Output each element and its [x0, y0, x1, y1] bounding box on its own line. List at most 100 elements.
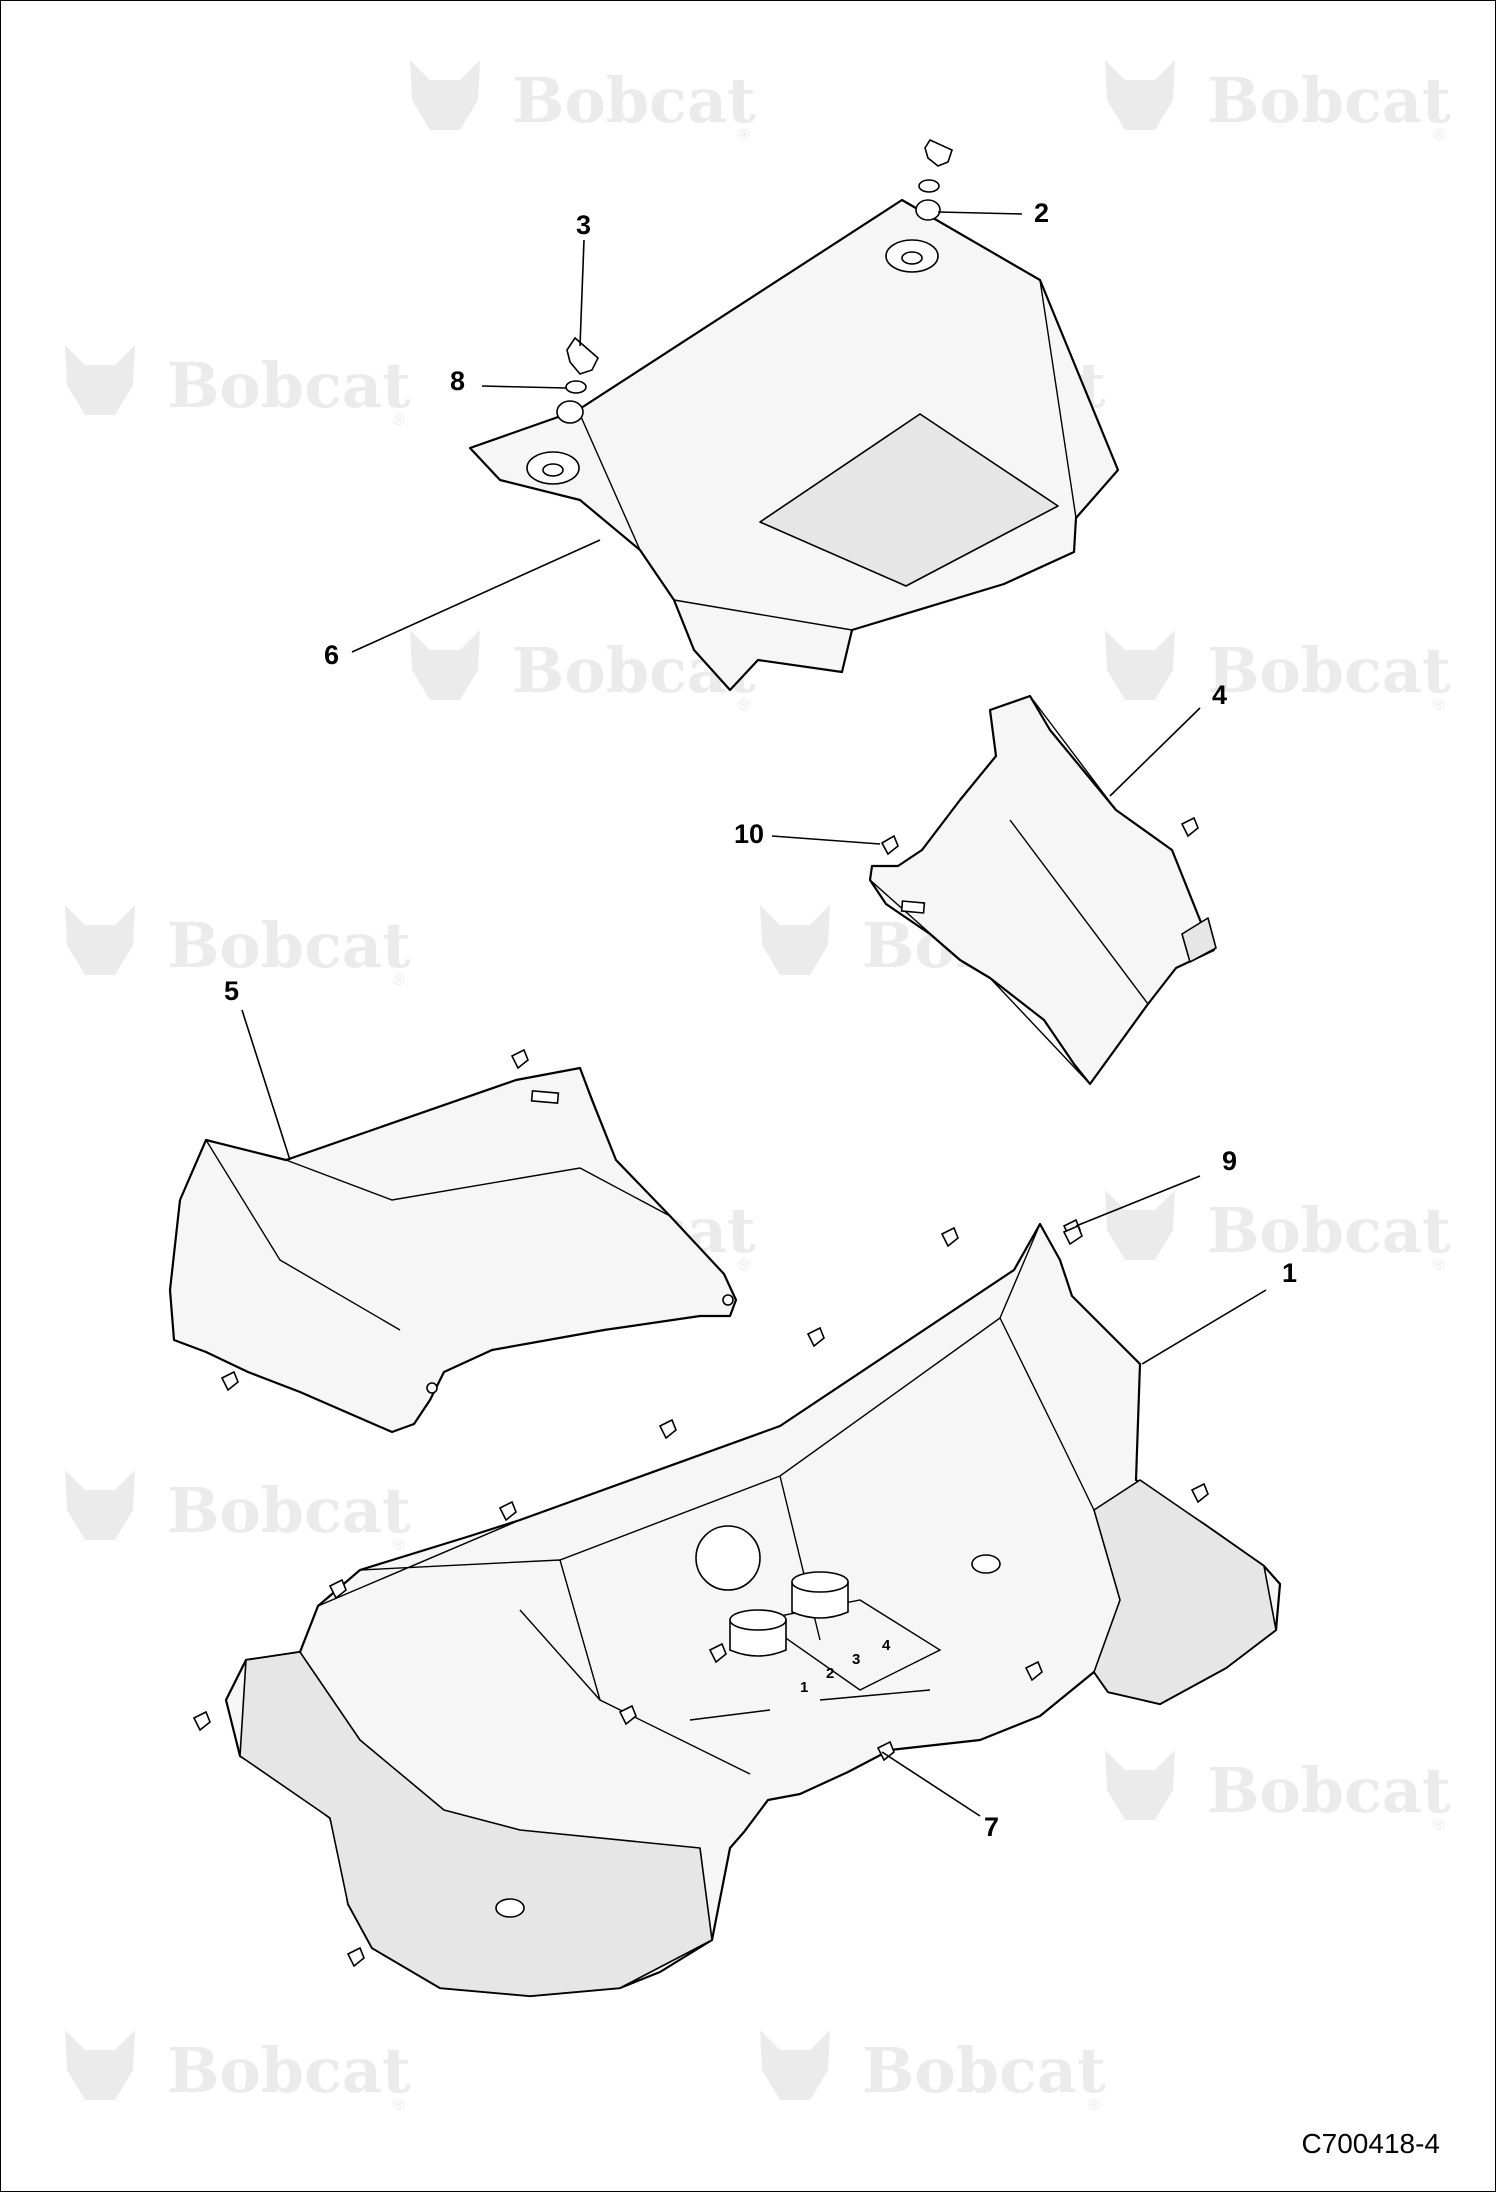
- floor-left-footwell: [239, 1651, 713, 1997]
- upper-cover-body: [468, 198, 1120, 692]
- floor-digit: 3: [852, 1651, 860, 1668]
- screw-icon: [658, 1418, 677, 1440]
- floor-round-opening: [695, 1525, 761, 1591]
- left-panel-fold-lines: [205, 1067, 671, 1331]
- floor-right-footwell: [1093, 1479, 1277, 1705]
- cup-holder-rim: [729, 1609, 787, 1631]
- callout-2: 2: [1034, 198, 1049, 228]
- watermark-text: Bobcat: [1207, 1194, 1451, 1267]
- watermark-reg: ®: [393, 1537, 405, 1554]
- screw-icon: [806, 1326, 825, 1348]
- wing-nut-icon: [924, 138, 953, 167]
- watermark: Bobcat ®: [1105, 1190, 1451, 1274]
- watermark: Bobcat ®: [1105, 60, 1451, 144]
- leader-line-2: [937, 211, 1023, 215]
- left-panel-hole: [722, 1294, 734, 1306]
- bobcat-logo-icon: [1105, 60, 1175, 130]
- screw-icon: [876, 1740, 895, 1762]
- leader-line-5: [241, 1009, 291, 1161]
- cup-holders: [729, 1571, 849, 1657]
- screw-icon: [346, 1946, 365, 1968]
- watermark: Bobcat ®: [65, 345, 411, 429]
- watermark-text: Bobcat: [862, 2034, 1106, 2107]
- leader-line-1: [1141, 1289, 1267, 1365]
- floor-right-hole: [971, 1554, 1001, 1574]
- bobcat-logo-icon: [760, 2030, 830, 2100]
- watermark-text: Bobcat: [512, 64, 756, 137]
- leader-line-8: [481, 385, 567, 389]
- screws: [192, 816, 1209, 1968]
- part-4-right-panel: [868, 694, 1217, 1086]
- callout-9: 9: [1222, 1146, 1237, 1176]
- right-panel-slot: [900, 900, 926, 914]
- leader-line-6: [351, 539, 601, 653]
- bobcat-logo-icon: [410, 60, 480, 130]
- leader-line-7: [881, 1751, 981, 1817]
- bobcat-logo-icon: [760, 905, 830, 975]
- screw-icon: [498, 1500, 517, 1522]
- left-panel-slot: [530, 1090, 560, 1104]
- upper-cover-right-mount-inner: [901, 251, 923, 265]
- bobcat-logo-icon: [1105, 1750, 1175, 1820]
- watermark-text: Bobcat: [167, 2034, 411, 2107]
- bobcat-logo-icon: [410, 630, 480, 700]
- watermark-reg: ®: [1433, 127, 1445, 144]
- floor-firewall-edge: [317, 1223, 1095, 1775]
- watermark-text: Bobcat: [1207, 634, 1451, 707]
- watermark-reg: ®: [738, 127, 750, 144]
- right-panel-fold-lines: [869, 695, 1149, 1085]
- cup-holder-rim: [791, 1571, 849, 1593]
- floor-digit: 1: [800, 1679, 808, 1696]
- bobcat-logo-icon: [65, 905, 135, 975]
- watermark: Bobcat ®: [65, 905, 411, 989]
- upper-cover-opening: [759, 413, 1059, 587]
- watermark-reg: ®: [1433, 1817, 1445, 1834]
- screw-icon: [192, 1710, 211, 1732]
- watermark-text: Bobcat: [167, 349, 411, 422]
- bobcat-logo-icon: [65, 1470, 135, 1540]
- leader-lines: [241, 211, 1267, 1817]
- part-5-left-panel: [168, 1066, 738, 1434]
- callout-4: 4: [1212, 680, 1227, 710]
- watermark: Bobcat ®: [65, 2030, 411, 2114]
- upper-cover-edge-lines: [577, 199, 1077, 631]
- screw-icon: [618, 1704, 637, 1726]
- upper-cover-left-mount-inner: [542, 463, 564, 477]
- screw-icon: [708, 1642, 727, 1664]
- wing-nut-icon: [566, 336, 599, 375]
- floor-position-markers: 1 2 3 4: [800, 1637, 891, 1696]
- watermark: Bobcat ®: [1105, 630, 1451, 714]
- watermark: Bobcat ®: [65, 1470, 411, 1554]
- grommet-icon: [556, 400, 584, 424]
- floor-digit: 4: [882, 1637, 891, 1654]
- leader-line-9: [1075, 1175, 1201, 1227]
- screw-icon: [1190, 1482, 1209, 1504]
- watermark-reg: ®: [1433, 1257, 1445, 1274]
- watermark-reg: ®: [393, 2097, 405, 2114]
- watermark: Bobcat ®: [760, 2030, 1106, 2114]
- screw-icon: [1024, 1660, 1043, 1682]
- leader-line-10: [771, 835, 881, 845]
- grommet-icon: [915, 199, 941, 221]
- right-panel-body: [868, 694, 1216, 1086]
- watermark-text: Bobcat: [1207, 64, 1451, 137]
- callout-8: 8: [450, 366, 465, 396]
- callout-5: 5: [224, 976, 239, 1006]
- figure-reference-code: C700418-4: [1301, 2128, 1440, 2159]
- watermark: Bobcat ®: [410, 60, 756, 144]
- watermark-reg: ®: [393, 972, 405, 989]
- callout-6: 6: [324, 640, 339, 670]
- watermark-reg: ®: [393, 412, 405, 429]
- screw-icon: [880, 834, 899, 856]
- watermark-reg: ®: [738, 697, 750, 714]
- callout-10: 10: [734, 819, 764, 849]
- floor-digit: 2: [826, 1665, 834, 1682]
- screw-icon: [510, 1048, 529, 1070]
- right-panel-bracket: [1181, 917, 1217, 963]
- watermark-text: Bobcat: [167, 909, 411, 982]
- part-1-floor-structure: 1 2 3 4: [224, 1222, 1282, 1998]
- watermark-reg: ®: [1433, 697, 1445, 714]
- fastener-group-top: [556, 138, 953, 424]
